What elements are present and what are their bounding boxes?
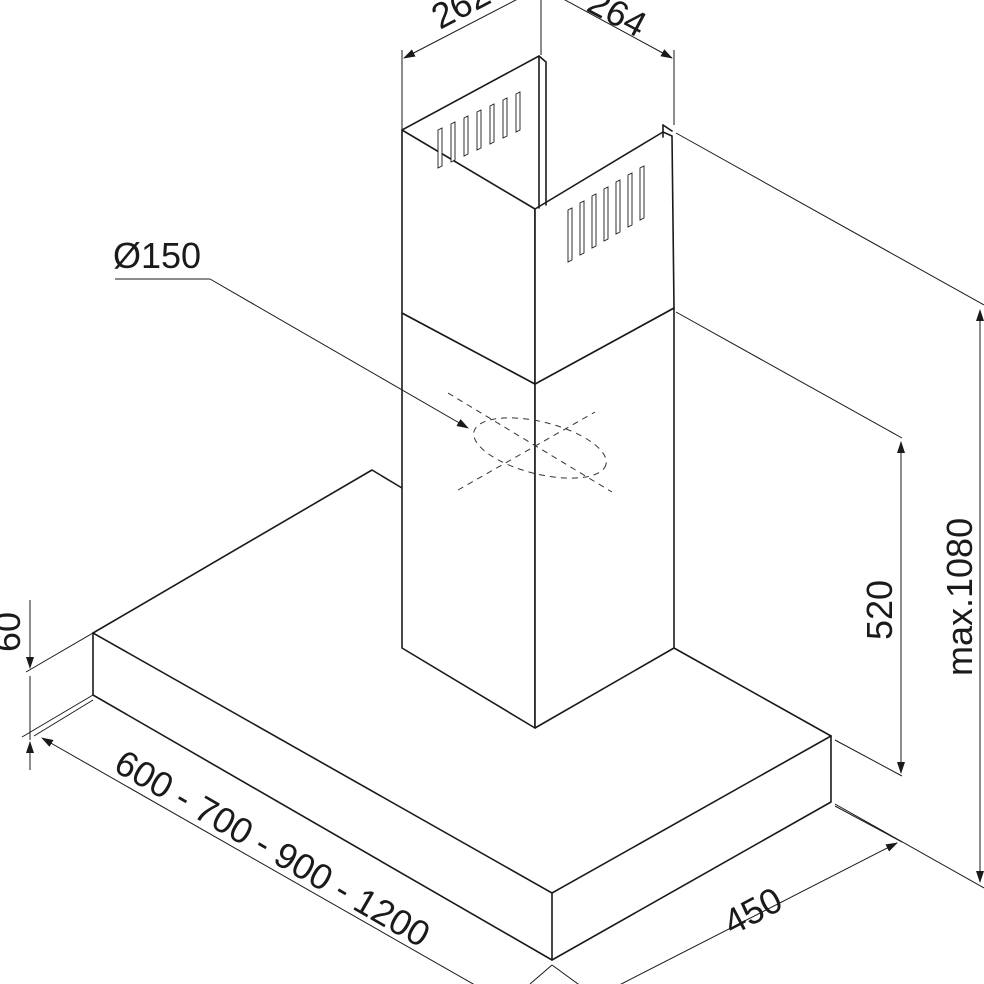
lower-chimney	[401, 307, 675, 729]
upper-chimney-right-face	[534, 131, 675, 385]
extension-line-upper	[675, 311, 903, 439]
outlet-opening	[447, 392, 613, 493]
label-widths: 600 - 700 - 900 - 1200	[108, 741, 437, 955]
leader-arrow	[209, 278, 469, 429]
dimension-canopy-depth: 450	[551, 805, 903, 984]
dimension-duct-width: 262 264	[401, 0, 675, 130]
dimension-arrow-width	[41, 737, 475, 984]
label-60: 60	[0, 612, 28, 652]
upper-chimney-back-edge	[401, 55, 547, 206]
dimension-canopy-width: 600 - 700 - 900 - 1200	[33, 699, 553, 984]
extension-line-lower	[834, 739, 903, 777]
dimension-arrow-262	[403, 0, 517, 59]
dimension-canopy-thickness: 60	[0, 600, 94, 770]
dimension-total-height: max.1080	[675, 132, 984, 889]
extension-line-width-right	[529, 964, 553, 984]
outlet-centerline-b	[457, 411, 596, 491]
outlet-centerline-a	[447, 392, 613, 493]
upper-chimney-lip-top	[662, 124, 673, 132]
canopy-top-right-edge	[673, 647, 832, 737]
extension-line-bottom	[834, 803, 984, 889]
vent-grille-right	[567, 165, 645, 263]
label-262: 262	[425, 0, 497, 37]
extension-line-60-top	[25, 632, 94, 673]
label-diameter: Ø150	[113, 235, 201, 276]
label-450: 450	[717, 879, 789, 943]
extension-line-depth-left	[551, 964, 579, 984]
canopy-top-back-edge	[92, 469, 403, 634]
upper-chimney	[401, 55, 675, 385]
extension-line-depth-right	[834, 805, 903, 843]
dimension-arrow-depth	[620, 842, 898, 984]
dimension-outlet-diameter: Ø150	[113, 235, 469, 429]
label-264: 264	[581, 0, 653, 45]
outlet-ellipse	[473, 417, 607, 479]
canopy	[92, 469, 832, 961]
dimension-arrow-264	[564, 0, 673, 59]
extension-line-width-left	[33, 699, 94, 737]
dimension-lower-chimney: 520	[675, 311, 905, 777]
lower-chimney-left-face	[401, 312, 536, 729]
vent-grille-back	[437, 91, 521, 169]
label-520: 520	[859, 580, 900, 640]
label-max-1080: max.1080	[939, 518, 980, 676]
extension-line-60-bottom	[21, 694, 94, 738]
extension-line-top	[675, 132, 984, 306]
